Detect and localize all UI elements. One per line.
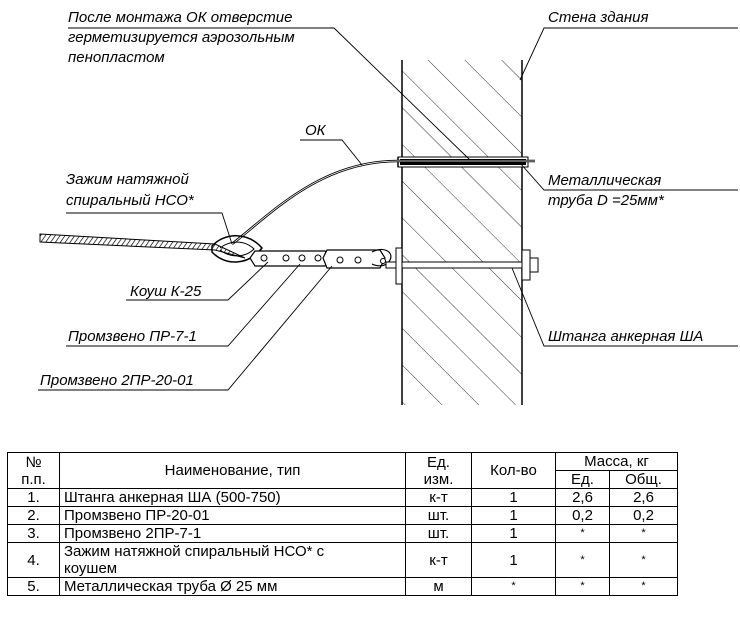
thimble bbox=[211, 235, 263, 263]
cell-mass-unit: * bbox=[555, 542, 610, 578]
cell-mass-total: * bbox=[609, 577, 678, 596]
cell-name: Зажим натяжной спиральный НСО* с коушем bbox=[59, 542, 406, 578]
anchor-rod bbox=[385, 247, 539, 285]
table-row: 1. Штанга анкерная ША (500-750) к-т 1 2,… bbox=[7, 488, 678, 507]
link-pr-7-1 bbox=[249, 250, 331, 267]
thimble-label: Коуш К-25 bbox=[130, 283, 202, 300]
installation-diagram: После монтажа ОК отверстие герметизирует… bbox=[38, 9, 738, 405]
cell-mass-unit: 2,6 bbox=[555, 488, 610, 507]
cell-mass-unit: * bbox=[555, 577, 610, 596]
ok-label: ОК bbox=[305, 122, 327, 139]
header-num-line1: № bbox=[25, 453, 42, 471]
link2-label: Промзвено 2ПР-20-01 bbox=[40, 372, 194, 389]
pipe-label-line1: Металлическая bbox=[548, 172, 661, 189]
table-row: 4. Зажим натяжной спиральный НСО* с коуш… bbox=[7, 542, 678, 578]
cell-mass-total: 2,6 bbox=[609, 488, 678, 507]
cell-qty: 1 bbox=[471, 542, 556, 578]
cell-mass-total: * bbox=[609, 524, 678, 543]
cell-unit: к-т bbox=[405, 542, 472, 578]
clamp-label-line1: Зажим натяжной bbox=[66, 171, 190, 188]
link1-label: Промзвено ПР-7-1 bbox=[68, 328, 197, 345]
table-row: 2. Промзвено ПР-20-01 шт. 1 0,2 0,2 bbox=[7, 506, 678, 525]
pipe-label-line2: труба D =25мм* bbox=[548, 192, 665, 209]
table-subheader-row: Ед. Общ. bbox=[8, 470, 678, 489]
cell-mass-unit: * bbox=[555, 524, 610, 543]
cell-unit: м bbox=[405, 577, 472, 596]
cell-num: 4. bbox=[7, 542, 60, 578]
cell-unit: шт. bbox=[405, 524, 472, 543]
cell-name-line1: Зажим натяжной спиральный НСО* с bbox=[64, 543, 325, 560]
header-qty: Кол-во bbox=[471, 452, 556, 489]
cell-mass-total: 0,2 bbox=[609, 506, 678, 525]
cell-mass-unit: 0,2 bbox=[555, 506, 610, 525]
header-mass: Масса, кг bbox=[555, 452, 678, 471]
cell-mass-total: * bbox=[609, 542, 678, 578]
anchor-rod-label: Штанга анкерная ША bbox=[548, 328, 703, 345]
header-mass-total: Общ. bbox=[609, 470, 678, 489]
cell-num: 1. bbox=[7, 488, 60, 507]
cell-name: Промзвено ПР-20-01 bbox=[59, 506, 406, 525]
wall-label: Стена здания bbox=[548, 9, 648, 26]
cell-qty: 1 bbox=[471, 506, 556, 525]
sealing-note-line2: герметизируется аэрозольным bbox=[68, 29, 295, 46]
sealing-note-line3: пенопластом bbox=[68, 49, 165, 66]
cell-num: 2. bbox=[7, 506, 60, 525]
cell-qty: 1 bbox=[471, 524, 556, 543]
cell-num: 5. bbox=[7, 577, 60, 596]
header-num-line2: п.п. bbox=[21, 470, 46, 488]
header-unit-line2: изм. bbox=[423, 470, 454, 488]
table-header-row: № п.п. Наименование, тип Ед. изм. Кол-во… bbox=[7, 452, 678, 489]
table-row: 5. Металлическая труба Ø 25 мм м * * * bbox=[7, 577, 678, 596]
table-row: 3. Промзвено 2ПР-7-1 шт. 1 * * bbox=[7, 524, 678, 543]
clamp-label-line2: спиральный НСО* bbox=[66, 192, 195, 209]
cell-num: 3. bbox=[7, 524, 60, 543]
cell-unit: к-т bbox=[405, 488, 472, 507]
spiral-clamp bbox=[39, 233, 246, 259]
cell-name-line2: коушем bbox=[64, 560, 118, 577]
header-num: № п.п. bbox=[7, 452, 60, 489]
header-unit-line1: Ед. bbox=[427, 453, 450, 471]
link-2pr-20-01 bbox=[322, 248, 392, 269]
building-wall bbox=[401, 60, 523, 405]
cell-name: Штанга анкерная ША (500-750) bbox=[59, 488, 406, 507]
cell-qty: 1 bbox=[471, 488, 556, 507]
leader-lines bbox=[38, 27, 738, 391]
cell-name: Промзвено 2ПР-7-1 bbox=[59, 524, 406, 543]
sealing-note-line1: После монтажа ОК отверстие bbox=[68, 9, 292, 26]
specification-table: № п.п. Наименование, тип Ед. изм. Кол-во… bbox=[7, 452, 678, 596]
header-unit: Ед. изм. bbox=[405, 452, 472, 489]
cell-name: Металлическая труба Ø 25 мм bbox=[59, 577, 406, 596]
cell-unit: шт. bbox=[405, 506, 472, 525]
header-mass-unit: Ед. bbox=[555, 470, 610, 489]
header-name: Наименование, тип bbox=[59, 452, 406, 489]
cell-qty: * bbox=[471, 577, 556, 596]
